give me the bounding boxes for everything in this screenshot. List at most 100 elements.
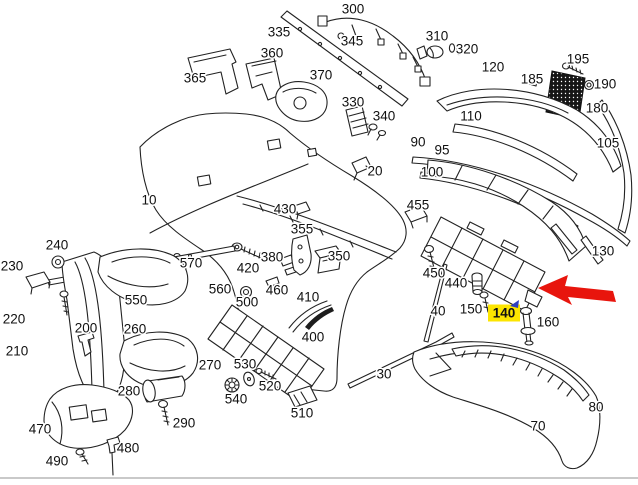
part-260-bracket	[119, 331, 199, 388]
part-label-120: 120	[482, 60, 505, 75]
part-label-470: 470	[29, 422, 52, 437]
part-label-70: 70	[530, 419, 545, 434]
part-label-190: 190	[594, 77, 617, 92]
part-label-80: 80	[588, 400, 603, 415]
part-label-430: 430	[274, 202, 297, 217]
part-label-510: 510	[291, 406, 314, 421]
part-label-380: 380	[261, 250, 284, 265]
part-label-350: 350	[328, 249, 351, 264]
part-label-220: 220	[3, 312, 26, 327]
part-label-365: 365	[184, 71, 207, 86]
part-120-upper-trim	[436, 88, 622, 173]
part-label-195: 195	[567, 52, 590, 67]
part-label-100: 100	[421, 165, 444, 180]
part-80-ribbed-strip	[451, 345, 590, 402]
part-label-260: 260	[124, 322, 147, 337]
part-350-control-module	[314, 245, 342, 274]
part-label-460: 460	[266, 283, 289, 298]
part-530-grommet	[243, 371, 255, 387]
part-label-345: 345	[341, 34, 364, 49]
part-210-pin	[77, 331, 95, 357]
highlight-box-140	[488, 304, 520, 322]
part-110-mid-trim	[452, 123, 578, 182]
part-label-110: 110	[460, 109, 482, 124]
part-470-wheel-liner	[43, 384, 134, 449]
part-490-screw	[75, 448, 89, 465]
part-30-trim-strip	[347, 332, 455, 389]
part-70-lower-cover	[412, 341, 601, 470]
part-label-420: 420	[237, 261, 260, 276]
part-340-fasteners	[367, 123, 387, 141]
callout-arrow	[538, 275, 616, 305]
part-label-355: 355	[291, 222, 314, 237]
part-labels: 1020304070809095100105110120130140150160…	[0, 0, 621, 470]
part-400-410-mouldings	[288, 300, 334, 333]
part-label-230: 230	[1, 259, 24, 274]
part-label-320: 320	[456, 42, 479, 57]
part-label-130: 130	[592, 244, 615, 259]
diagram-line-art	[25, 10, 633, 476]
part-440-spacer	[471, 272, 483, 296]
part-label-180: 180	[586, 101, 609, 116]
part-label-455: 455	[407, 198, 430, 213]
part-label-480: 480	[117, 441, 140, 456]
part-290-screw	[157, 399, 170, 426]
part-310-sensor	[416, 45, 444, 60]
part-label-400: 400	[302, 330, 325, 345]
part-300-wiring-harness	[317, 15, 431, 87]
part-320-seal-rings	[448, 43, 462, 56]
highlight-marker-icon	[510, 300, 519, 308]
part-label-570: 570	[180, 256, 203, 271]
part-label-90: 90	[410, 135, 425, 150]
part-220-screw	[59, 290, 69, 316]
part-label-490: 490	[46, 454, 69, 469]
part-label-150: 150	[460, 302, 483, 317]
part-40-rod	[423, 263, 448, 343]
part-label-340: 340	[373, 109, 396, 124]
part-label-540: 540	[225, 392, 248, 407]
part-label-410: 410	[297, 290, 320, 305]
part-455-clip	[404, 205, 428, 229]
part-150-screw	[479, 291, 490, 313]
part-430-clip	[293, 201, 311, 220]
part-365-bracket	[187, 48, 239, 95]
part-105-side-trim	[596, 99, 633, 234]
part-label-20: 20	[367, 164, 382, 179]
part-label-500: 500	[236, 295, 259, 310]
part-label-360: 360	[261, 46, 284, 61]
part-label-240: 240	[46, 238, 69, 253]
part-185-clip	[528, 74, 539, 87]
part-230-clip	[25, 271, 51, 295]
part-370-lamp-housing	[275, 81, 328, 122]
part-label-105: 105	[597, 136, 620, 151]
part-540-disc	[224, 377, 240, 393]
part-label-310: 310	[426, 29, 449, 44]
part-130-corner-strips	[550, 223, 604, 265]
part-label-270: 270	[199, 358, 222, 373]
part-560-grommet	[239, 285, 253, 299]
part-label-280: 280	[118, 384, 141, 399]
part-label-200: 200	[75, 321, 98, 336]
part-280-actuator	[142, 375, 186, 403]
part-450-screw	[423, 244, 435, 269]
part-label-335: 335	[268, 25, 291, 40]
part-20-clip	[351, 156, 372, 181]
part-480-pin	[106, 436, 121, 476]
part-label-140: 140	[493, 306, 516, 321]
part-label-520: 520	[259, 379, 282, 394]
bumper-surface-clips	[196, 138, 318, 187]
part-label-530: 530	[234, 357, 257, 372]
part-label-300: 300	[342, 2, 365, 17]
part-label-330: 330	[342, 95, 365, 110]
part-label-40: 40	[430, 304, 445, 319]
part-520-screw	[255, 367, 277, 380]
part-label-10: 10	[141, 193, 156, 208]
part-label-95: 95	[434, 143, 449, 158]
part-label-370: 370	[310, 68, 333, 83]
part-360-bracket	[245, 57, 283, 101]
part-label-185: 185	[521, 72, 544, 87]
part-label-290: 290	[173, 416, 196, 431]
part-345-screw	[337, 32, 350, 45]
part-label-440: 440	[445, 276, 468, 291]
